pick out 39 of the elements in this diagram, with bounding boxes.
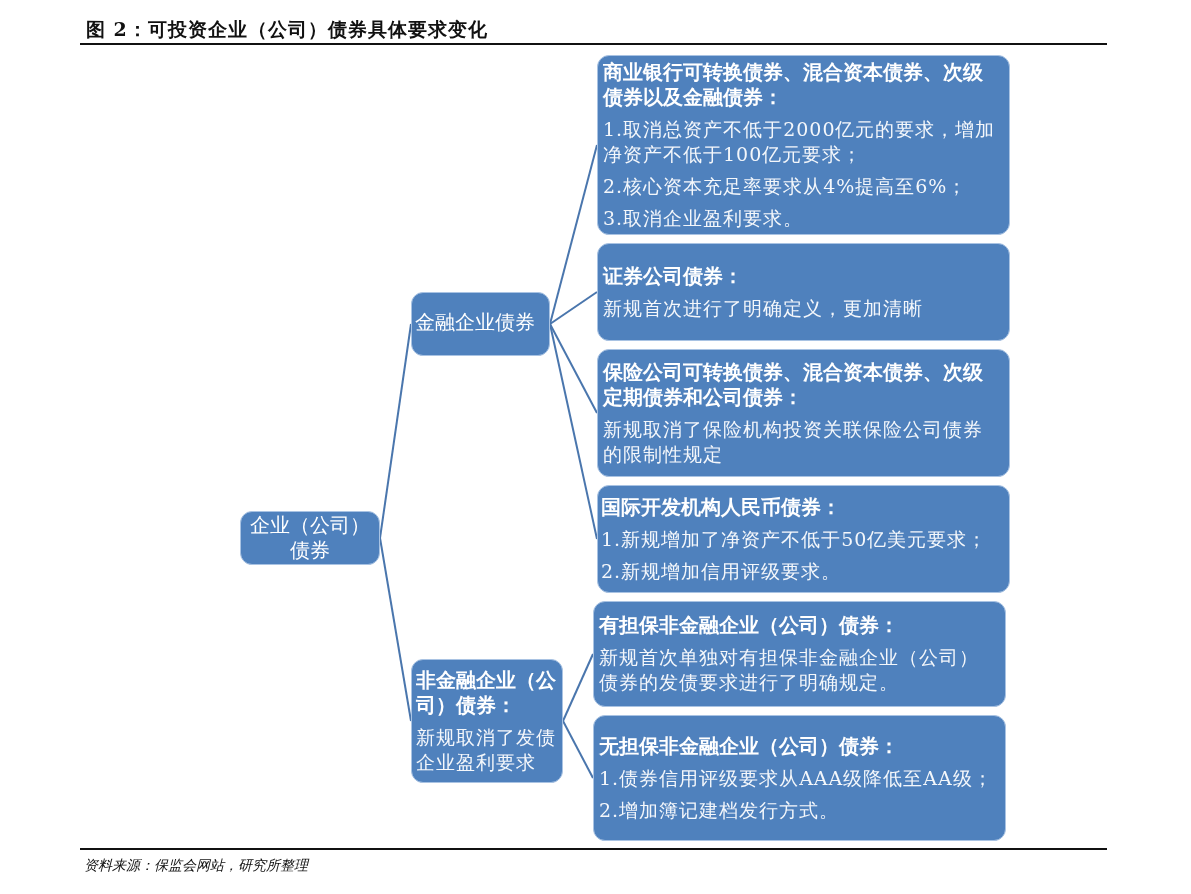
topic-label: 企业（公司）债券 (249, 513, 371, 563)
detail-box (593, 601, 1006, 707)
detail-box (597, 349, 1010, 477)
body-text: 1.新规增加了净资产不低于50亿美元要求； (601, 526, 989, 552)
body-text: 新规首次进行了明确定义，更加清晰 (603, 295, 924, 321)
body-text: 2.新规增加信用评级要求。 (601, 558, 843, 584)
topic-box (240, 511, 380, 565)
connector-line (562, 653, 594, 722)
topic-label: 金融企业债券 (415, 309, 536, 335)
heading-text: 非金融企业（公司）债券： (416, 667, 557, 718)
body-text: 2.核心资本充足率要求从4%提高至6%； (603, 173, 969, 199)
figure-title: 图 2：可投资企业（公司）债券具体要求变化 (86, 17, 488, 41)
connector-line (562, 720, 594, 779)
detail-box (593, 715, 1006, 841)
heading-text: 证券公司债券： (603, 263, 744, 289)
body-text: 新规取消了保险机构投资关联保险公司债券的限制性规定 (603, 416, 984, 467)
body-text: 1.取消总资产不低于2000亿元的要求，增加净资产不低于100亿元要求； (603, 116, 997, 167)
body-text: 2.增加簿记建档发行方式。 (599, 797, 841, 823)
heading-text: 无担保非金融企业（公司）债券： (599, 733, 900, 759)
detail-box (597, 485, 1010, 593)
connector-line (549, 144, 598, 325)
source-note: 资料来源：保监会网站，研究所整理 (84, 856, 308, 875)
category-box (411, 659, 563, 783)
connector-line (379, 323, 412, 539)
detail-box (597, 243, 1010, 341)
connector-line (549, 291, 598, 325)
body-text: 新规取消了发债企业盈利要求 (416, 724, 557, 775)
body-text: 3.取消企业盈利要求。 (603, 205, 805, 231)
category-box (411, 292, 550, 356)
body-text: 新规首次单独对有担保非金融企业（公司）债券的发债要求进行了明确规定。 (599, 645, 980, 695)
body-text: 1.债券信用评级要求从AAA级降低至AA级； (599, 765, 994, 791)
connector-line (549, 323, 598, 414)
connector-line (379, 537, 412, 722)
heading-text: 保险公司可转换债券、混合资本债券、次级定期债券和公司债券： (603, 359, 984, 410)
heading-text: 商业银行可转换债券、混合资本债券、次级债券以及金融债券： (603, 59, 984, 110)
detail-box (597, 55, 1010, 235)
connector-line (549, 323, 598, 540)
heading-text: 国际开发机构人民币债券： (601, 494, 842, 520)
heading-text: 有担保非金融企业（公司）债券： (599, 613, 900, 638)
